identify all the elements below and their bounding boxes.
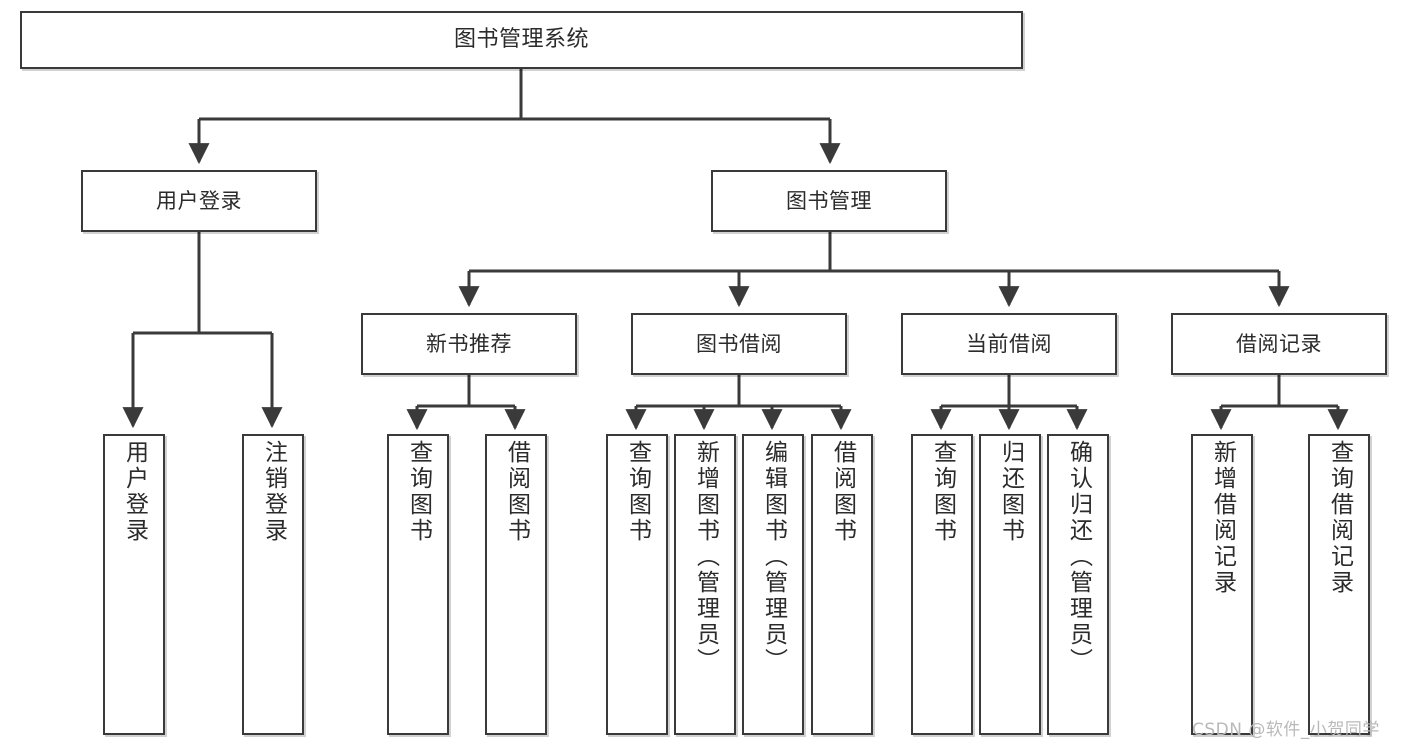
node-leaf-user-login-label: 用户登录 xyxy=(121,440,148,544)
node-leaf-return-book-label: 归还图书 xyxy=(997,440,1024,544)
csdn-watermark: CSDN @软件_小贺同学 xyxy=(1192,720,1380,740)
node-user-login[interactable]: 用户登录 xyxy=(81,170,317,232)
node-new-book-recommend[interactable]: 新书推荐 xyxy=(361,313,577,375)
node-book-borrow[interactable]: 图书借阅 xyxy=(631,313,847,375)
node-leaf-query-book-1[interactable]: 查询图书 xyxy=(387,434,449,735)
node-leaf-add-book-label: 新增图书（管理员） xyxy=(692,440,719,674)
node-leaf-query-book-3-label: 查询图书 xyxy=(929,440,956,544)
node-borrow-record-label: 借阅记录 xyxy=(1236,331,1322,356)
node-book-manage[interactable]: 图书管理 xyxy=(711,170,947,232)
node-root[interactable]: 图书管理系统 xyxy=(20,11,1023,69)
node-leaf-query-record[interactable]: 查询借阅记录 xyxy=(1308,434,1370,735)
node-borrow-record[interactable]: 借阅记录 xyxy=(1171,313,1387,375)
node-book-borrow-label: 图书借阅 xyxy=(696,331,782,356)
node-leaf-confirm-return-label: 确认归还（管理员） xyxy=(1065,440,1092,674)
node-leaf-query-book-2-label: 查询图书 xyxy=(624,440,651,544)
node-current-borrow-label: 当前借阅 xyxy=(966,331,1052,356)
node-leaf-query-book-3[interactable]: 查询图书 xyxy=(911,434,973,735)
node-leaf-return-book[interactable]: 归还图书 xyxy=(979,434,1041,735)
node-leaf-query-record-label: 查询借阅记录 xyxy=(1326,440,1353,596)
node-user-login-label: 用户登录 xyxy=(156,188,242,213)
node-new-book-recommend-label: 新书推荐 xyxy=(426,331,512,356)
node-leaf-add-record[interactable]: 新增借阅记录 xyxy=(1191,434,1253,735)
node-leaf-query-book-1-label: 查询图书 xyxy=(405,440,432,544)
node-leaf-borrow-book-1[interactable]: 借阅图书 xyxy=(485,434,547,735)
node-root-label: 图书管理系统 xyxy=(453,27,589,53)
node-leaf-add-book[interactable]: 新增图书（管理员） xyxy=(674,434,736,735)
node-leaf-borrow-book-2[interactable]: 借阅图书 xyxy=(811,434,873,735)
node-leaf-edit-book[interactable]: 编辑图书（管理员） xyxy=(742,434,804,735)
node-leaf-borrow-book-2-label: 借阅图书 xyxy=(829,440,856,544)
node-book-manage-label: 图书管理 xyxy=(786,188,872,213)
node-leaf-confirm-return[interactable]: 确认归还（管理员） xyxy=(1047,434,1109,735)
node-leaf-query-book-2[interactable]: 查询图书 xyxy=(606,434,668,735)
node-leaf-user-logout[interactable]: 注销登录 xyxy=(242,434,304,735)
node-leaf-borrow-book-1-label: 借阅图书 xyxy=(503,440,530,544)
node-leaf-edit-book-label: 编辑图书（管理员） xyxy=(760,440,787,674)
node-current-borrow[interactable]: 当前借阅 xyxy=(901,313,1117,375)
node-leaf-user-logout-label: 注销登录 xyxy=(260,440,287,544)
node-leaf-add-record-label: 新增借阅记录 xyxy=(1209,440,1236,596)
node-leaf-user-login[interactable]: 用户登录 xyxy=(103,434,165,735)
